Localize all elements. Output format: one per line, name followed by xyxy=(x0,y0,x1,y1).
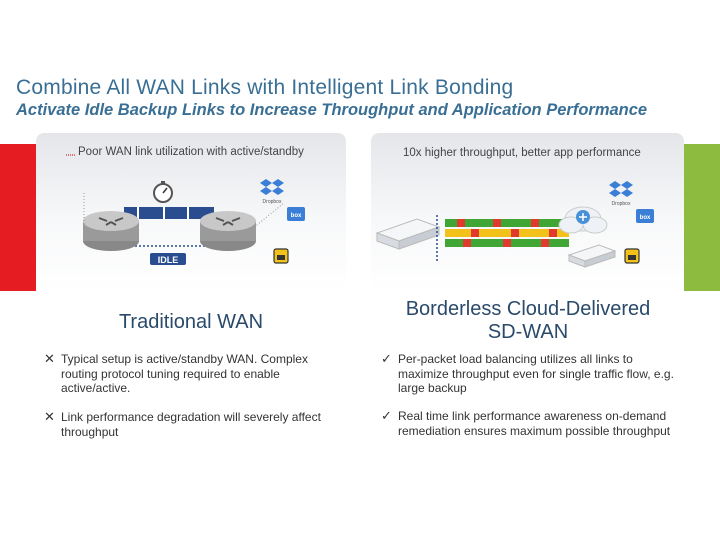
red-accent-bar xyxy=(0,144,36,291)
sd-wan-heading-line2: SD-WAN xyxy=(487,321,569,343)
router-icon-right xyxy=(200,211,256,251)
cloud-icon xyxy=(558,206,608,234)
dropbox-label: Dropbox xyxy=(263,199,282,205)
bullet-text: Link performance degradation will severe… xyxy=(61,410,321,439)
slide-title: Combine All WAN Links with Intelligent L… xyxy=(16,76,514,99)
cross-icon: ✕ xyxy=(44,409,55,424)
dropbox-icon xyxy=(609,181,633,197)
sd-wan-bullets: ✓ Per-packet load balancing utilizes all… xyxy=(381,351,681,440)
box-icon xyxy=(636,209,654,223)
dropbox-label: Dropbox xyxy=(612,201,631,207)
idle-label: IDLE xyxy=(158,255,179,265)
server-icon xyxy=(273,248,289,264)
stopwatch-icon xyxy=(153,181,173,203)
edge-device-left-icon xyxy=(375,218,441,250)
check-icon: ✓ xyxy=(381,351,392,366)
dropbox-icon xyxy=(260,179,284,195)
cross-icon: ✕ xyxy=(44,351,55,366)
slide-subtitle: Activate Idle Backup Links to Increase T… xyxy=(16,101,648,119)
idle-badge xyxy=(150,253,186,265)
sd-wan-heading-line1: Borderless Cloud-Delivered xyxy=(405,298,651,320)
check-icon: ✓ xyxy=(381,408,392,423)
right-caption: 10x higher throughput, better app perfor… xyxy=(403,147,641,159)
green-accent-bar xyxy=(684,144,720,291)
router-icon-left xyxy=(83,211,139,251)
bonded-links xyxy=(445,219,569,247)
box-icon xyxy=(287,207,305,221)
traditional-wan-bullets: ✕ Typical setup is active/standby WAN. C… xyxy=(44,351,334,441)
list-item: ✕ Typical setup is active/standby WAN. C… xyxy=(44,351,334,395)
edge-device-right-icon xyxy=(567,244,617,268)
list-item: ✕ Link performance degradation will seve… xyxy=(44,409,334,441)
box-label: box xyxy=(291,213,302,219)
box-label: box xyxy=(640,215,651,221)
list-item: ✓ Per-packet load balancing utilizes all… xyxy=(381,351,681,395)
sd-wan-illustration: Dropbox box xyxy=(375,181,654,268)
server-icon xyxy=(624,248,640,264)
bullet-text: Per-packet load balancing utilizes all l… xyxy=(398,352,674,395)
bullet-text: Typical setup is active/standby WAN. Com… xyxy=(61,352,308,395)
list-item: ✓ Real time link performance awareness o… xyxy=(381,408,681,440)
active-link xyxy=(124,207,214,219)
traditional-wan-heading: Traditional WAN xyxy=(118,311,264,333)
bullet-text: Real time link performance awareness on-… xyxy=(398,409,671,438)
left-caption: Poor WAN link utilization with active/st… xyxy=(78,146,304,158)
sd-wan-diagram: Dropbox box 10x higher throughput, bette… xyxy=(371,133,684,291)
traditional-wan-diagram: IDLE Dropbox box Poor WAN link xyxy=(36,133,346,291)
traditional-wan-illustration: IDLE Dropbox box xyxy=(66,154,305,265)
sd-wan-heading: Borderless Cloud-Delivered SD-WAN xyxy=(378,298,678,344)
